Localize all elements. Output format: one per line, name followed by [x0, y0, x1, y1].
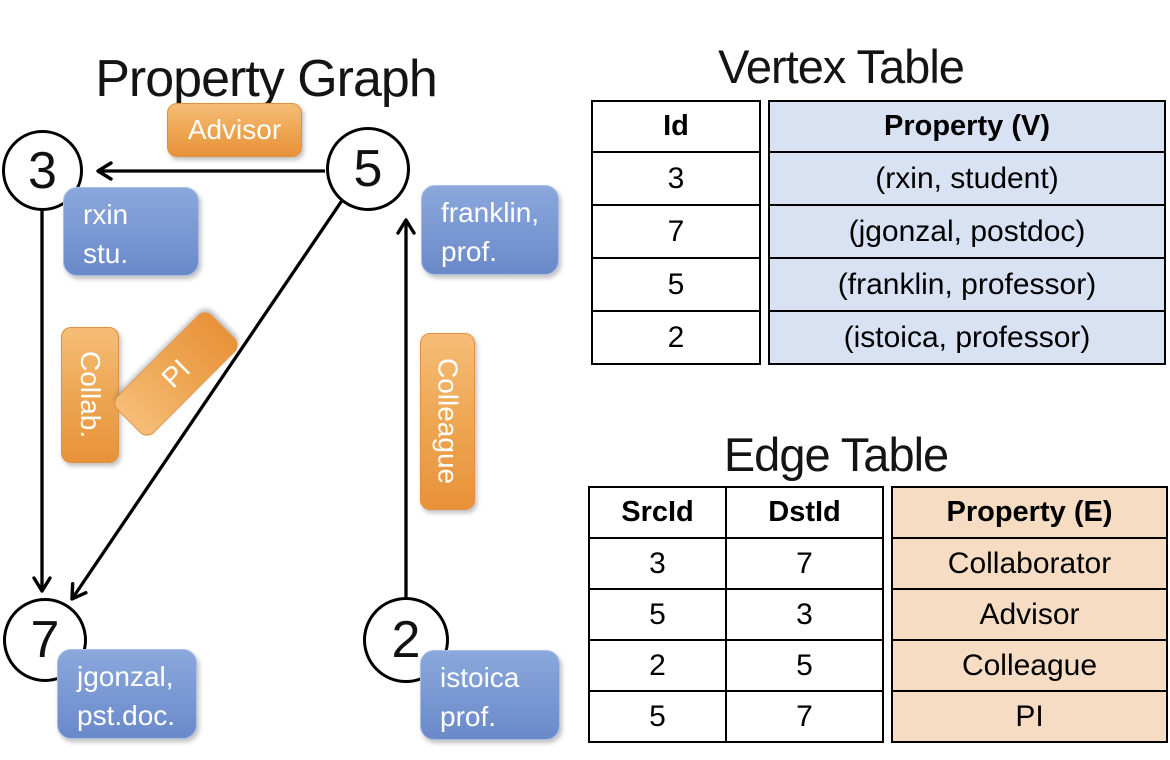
- table-row: PI: [891, 690, 1168, 743]
- vertex-label-jgonzal: jgonzal, pst.doc.: [57, 649, 197, 739]
- vertex-label-line1: franklin,: [441, 197, 540, 228]
- table-row: (franklin, professor): [768, 257, 1166, 312]
- vertex-label-franklin: franklin, prof.: [421, 185, 559, 275]
- node-id: 2: [391, 611, 421, 669]
- table-row: 5: [591, 257, 761, 312]
- vertex-label-istoica: istoica prof.: [420, 650, 560, 740]
- edge-table-title: Edge Table: [723, 428, 949, 482]
- edge-property-column: Property (E) Collaborator Advisor Collea…: [891, 486, 1168, 743]
- vertex-table: Id 3 7 5 2 Property (V) (rxin, student) …: [591, 100, 1166, 365]
- graph-node-7: 7: [3, 598, 87, 682]
- vertex-label-line1: istoica: [440, 662, 520, 693]
- vertex-label-line2: prof.: [440, 701, 497, 732]
- vertex-table-title: Vertex Table: [718, 40, 965, 94]
- vertex-label-line2: prof.: [441, 236, 498, 267]
- edge-label-advisor: Advisor: [167, 103, 302, 157]
- edge-table: SrcId DstId 3 7 5 3 2 5 5 7 Property (E)…: [588, 486, 1168, 743]
- table-row: Advisor: [891, 588, 1168, 641]
- column-header: Property (E): [891, 486, 1168, 539]
- edge-label-text: Advisor: [187, 114, 282, 145]
- property-graph-title: Property Graph: [95, 49, 438, 108]
- node-id: 5: [353, 140, 383, 198]
- graph-node-5: 5: [326, 127, 410, 211]
- vertex-label-line2: stu.: [83, 238, 129, 269]
- vertex-property-column: Property (V) (rxin, student) (jgonzal, p…: [768, 100, 1166, 365]
- table-row: 3 7: [588, 537, 884, 590]
- table-row: 5 7: [588, 690, 884, 743]
- table-row: 7: [591, 204, 761, 259]
- vertex-label-rxin: rxin stu.: [63, 187, 199, 276]
- edge-id-columns: SrcId DstId 3 7 5 3 2 5 5 7: [588, 486, 884, 743]
- edge-label-text: Collab.: [75, 351, 106, 439]
- edge-label-text: PI: [155, 353, 196, 394]
- table-row: 2 5: [588, 639, 884, 692]
- vertex-label-line2: pst.doc.: [77, 700, 176, 731]
- column-header: SrcId: [588, 486, 727, 539]
- vertex-label-line1: rxin: [83, 199, 129, 230]
- column-header: Property (V): [768, 100, 1166, 153]
- column-header: Id: [591, 100, 761, 153]
- vertex-label-line1: jgonzal,: [77, 661, 174, 692]
- node-id: 7: [30, 611, 60, 669]
- column-header: DstId: [725, 486, 884, 539]
- table-row: 3: [591, 151, 761, 206]
- table-row: (jgonzal, postdoc): [768, 204, 1166, 259]
- table-row: Collaborator: [891, 537, 1168, 590]
- table-row: 2: [591, 310, 761, 365]
- vertex-id-column: Id 3 7 5 2: [591, 100, 761, 365]
- edge-label-text: Colleague: [432, 358, 464, 485]
- node-id: 3: [28, 141, 57, 200]
- edge-label-collab: Collab.: [61, 327, 119, 463]
- table-row: 5 3: [588, 588, 884, 641]
- edge-5-to-7-pi: [70, 198, 345, 601]
- table-row: (istoica, professor): [768, 310, 1166, 365]
- table-row: (rxin, student): [768, 151, 1166, 206]
- table-row: Colleague: [891, 639, 1168, 692]
- edge-label-colleague: Colleague: [420, 333, 475, 510]
